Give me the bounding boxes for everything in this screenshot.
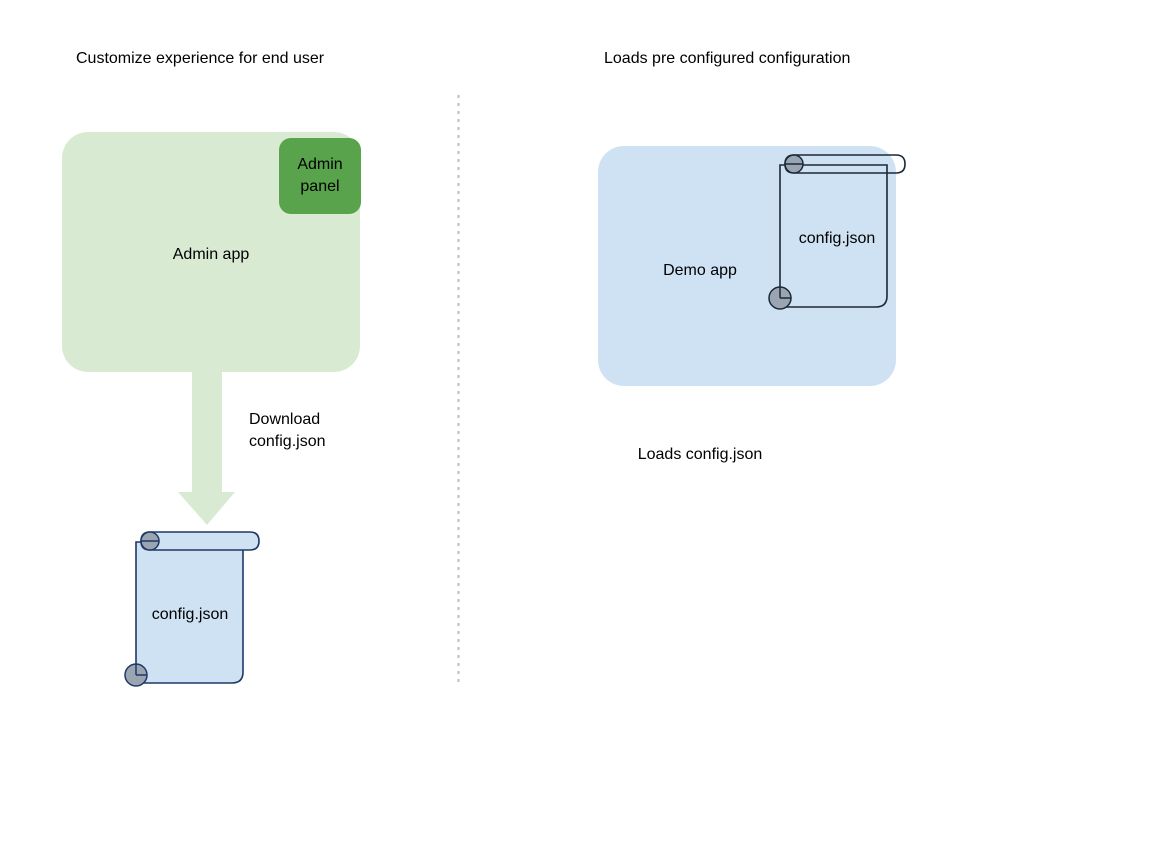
right-panel-title: Loads pre configured configuration (604, 50, 851, 67)
demo-app-label: Demo app (663, 262, 737, 279)
document-body (779, 164, 888, 308)
left-panel-title: Customize experience for end user (76, 50, 325, 67)
document-bottom-curl-lines (135, 664, 147, 676)
admin-panel-badge[interactable]: Admin panel (279, 138, 361, 214)
config-json-document-right[interactable] (768, 154, 906, 310)
admin-panel-label: Admin panel (297, 156, 343, 195)
admin-app-label: Admin app (172, 246, 250, 263)
loads-config-caption: Loads config.json (637, 446, 763, 463)
demo-app-box[interactable] (598, 146, 896, 386)
config-json-document-left[interactable] (124, 531, 260, 687)
download-arrow-label: Download config.json (249, 411, 326, 450)
document-bottom-curl-lines (779, 287, 791, 299)
download-arrow (178, 366, 235, 525)
document-body (135, 541, 244, 684)
config-json-label-left: config.json (151, 606, 229, 623)
config-json-label-right: config.json (798, 230, 876, 247)
